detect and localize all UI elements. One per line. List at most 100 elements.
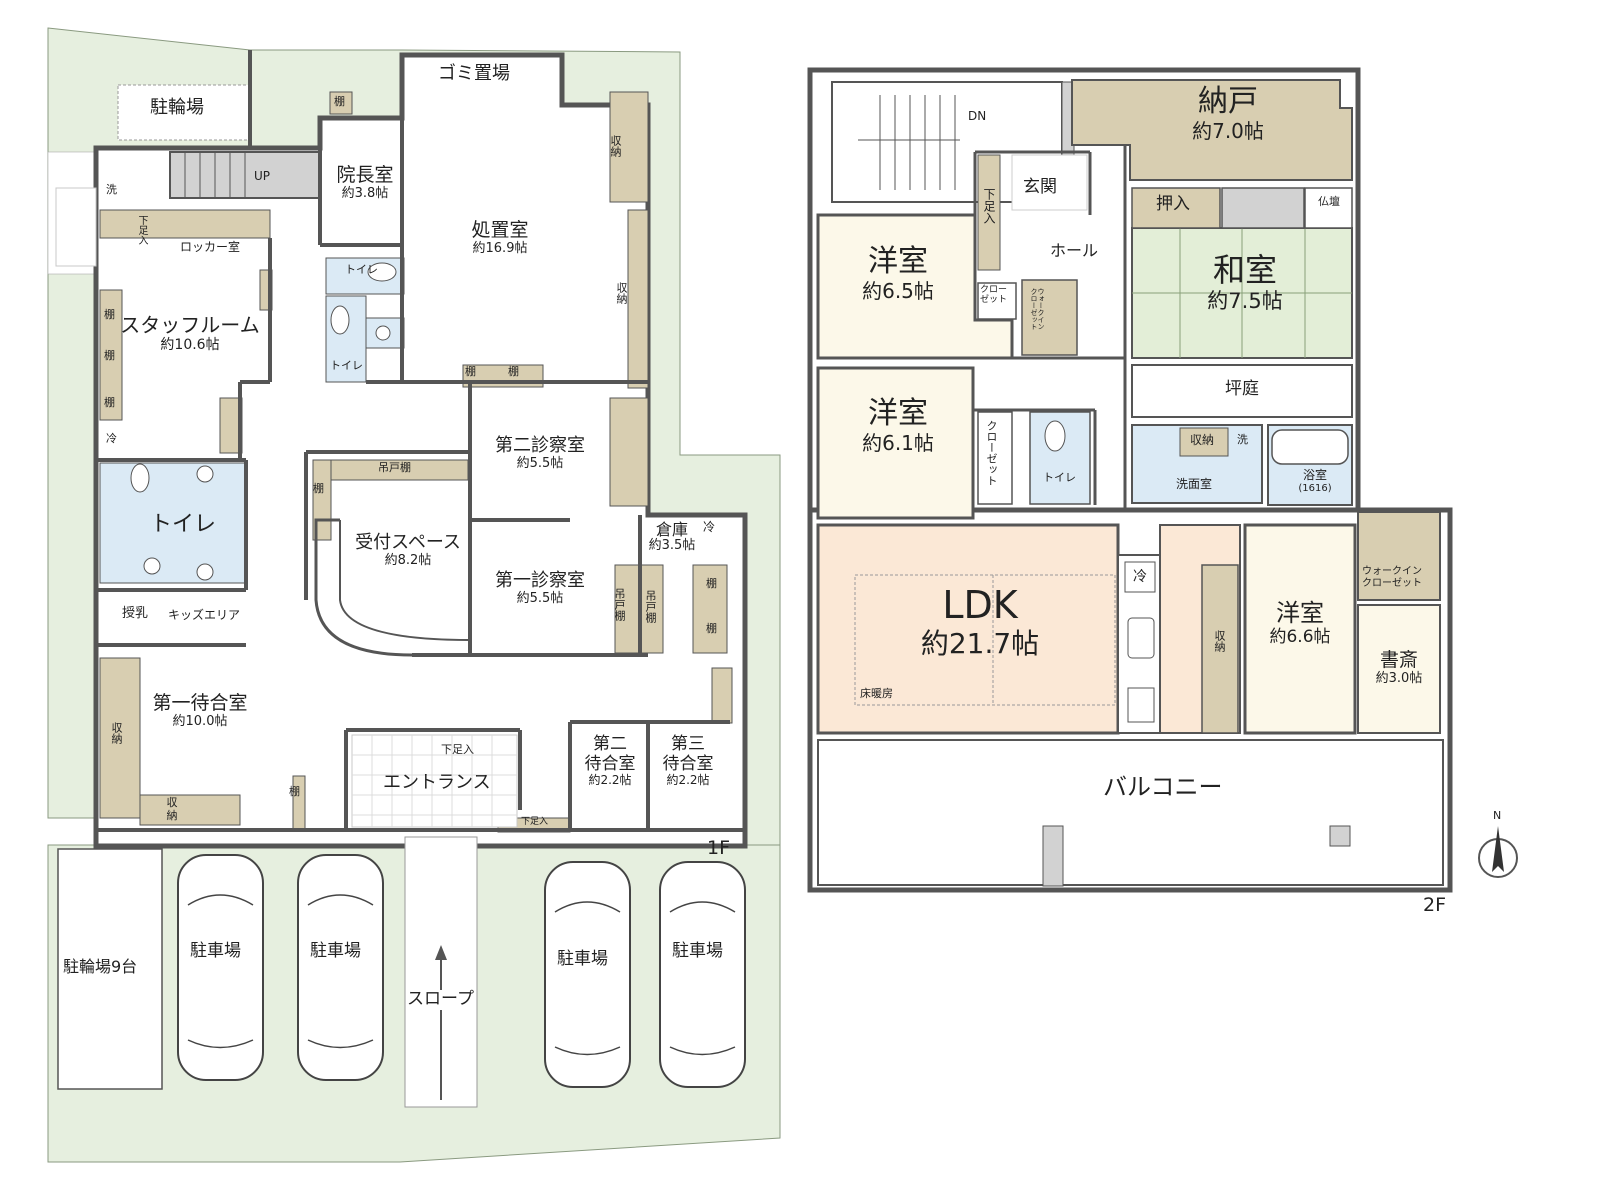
room-genkan: 玄関 (1023, 177, 1057, 197)
room-exam2-area: 約5.5帖 (516, 455, 564, 471)
room-toilet-main: トイレ (150, 512, 217, 537)
room-western1: 洋室 約6.5帖 (848, 244, 948, 303)
room-nando-name: 納戸 (1198, 84, 1258, 119)
room-waiting3-name1: 第三 (671, 734, 705, 754)
room-treatment-name: 処置室 (471, 219, 529, 241)
cold-label-2f: 冷 (1133, 569, 1147, 585)
room-hall: ホール (1050, 241, 1099, 260)
room-balcony: バルコニー (1103, 773, 1223, 801)
room-western3-name: 洋室 (1276, 599, 1324, 627)
room-western2-name: 洋室 (868, 396, 928, 431)
room-study-area: 約3.0帖 (1375, 670, 1423, 686)
room-reception: 受付スペース 約8.2帖 (348, 532, 468, 569)
hanging-shelf-exam: 吊戸棚 (613, 588, 626, 621)
compass-north: N (1493, 809, 1502, 822)
shoe-box-small: 下足入 (521, 817, 549, 827)
room-waiting3-name2: 待合室 (662, 753, 714, 774)
storage-label-2f: 収納 (1190, 433, 1215, 447)
room-exam1-name: 第一診察室 (495, 570, 585, 591)
room-nando: 納戸 約7.0帖 (1178, 84, 1278, 143)
room-director-area: 約3.8帖 (341, 185, 389, 201)
room-western3-area: 約6.6帖 (1269, 626, 1331, 647)
room-exam2: 第二診察室 約5.5帖 (480, 435, 600, 472)
closet-small-label: クロー ゼット (980, 285, 1008, 306)
room-ldk-name: LDK (942, 583, 1018, 627)
room-bicycle-9: 駐輪場9台 (63, 957, 138, 976)
floor-heating-label: 床暖房 (860, 687, 893, 700)
room-waiting2-area: 約2.2帖 (588, 773, 632, 788)
room-tsuboniwa: 坪庭 (1225, 379, 1259, 399)
storage-label-waiting-v: 収納 (110, 722, 123, 744)
shelf-label-staff-2: 棚 (104, 349, 115, 362)
parking-space-3: 駐車場 (557, 949, 608, 970)
floor-label-1f: 1F (707, 837, 731, 859)
walkin-small-label: ウォークイン クローゼット (1030, 288, 1045, 330)
storage-label-waiting-h: 収納 (166, 796, 178, 822)
room-nando-area: 約7.0帖 (1192, 118, 1264, 143)
cold-label-storage: 冷 (703, 520, 716, 534)
floor-label-2f: 2F (1423, 894, 1447, 916)
room-washitsu: 和室 約7.5帖 (1195, 252, 1295, 313)
room-washitsu-area: 約7.5帖 (1207, 288, 1283, 313)
room-western1-area: 約6.5帖 (862, 278, 934, 303)
room-western1-name: 洋室 (868, 244, 928, 279)
shelf-label-treat-2: 棚 (508, 365, 519, 378)
room-reception-name: 受付スペース (355, 532, 461, 553)
stairs-up-label: UP (254, 169, 271, 183)
room-washroom: 洗面室 (1176, 477, 1213, 491)
room-butsudan: 仏壇 (1318, 195, 1340, 208)
room-waiting2-name1: 第二 (593, 734, 627, 754)
storage-label-treat-1: 収納 (609, 135, 622, 157)
shelf-label-staff-3: 棚 (104, 396, 115, 409)
compass-icon (1479, 839, 1517, 877)
room-waiting1: 第一待合室 約10.0帖 (140, 692, 260, 730)
room-exam1-area: 約5.5帖 (516, 590, 564, 606)
wash-label-1f: 洗 (106, 183, 117, 196)
room-bath-name: 浴室 (1302, 468, 1327, 482)
room-exam2-name: 第二診察室 (495, 435, 585, 456)
room-western2-area: 約6.1帖 (862, 430, 934, 455)
room-toilet-small-2: トイレ (330, 359, 363, 372)
room-entrance: エントランス (383, 772, 491, 793)
parking-space-2: 駐車場 (310, 941, 361, 962)
room-treatment: 処置室 約16.9帖 (450, 219, 550, 257)
shelf-label-storage-1: 棚 (706, 577, 717, 590)
room-exam1: 第一診察室 約5.5帖 (480, 570, 600, 607)
room-storage-name: 倉庫 (655, 520, 688, 539)
room-ldk-area: 約21.7帖 (920, 626, 1040, 660)
room-garbage: ゴミ置場 (438, 63, 510, 84)
room-study: 書斎 約3.0帖 (1362, 649, 1436, 687)
room-waiting3: 第三 待合室 約2.2帖 (652, 734, 724, 788)
stairs-dn-label: DN (968, 109, 987, 123)
room-toilet-2f: トイレ (1043, 471, 1076, 484)
room-bath-size: (1616) (1298, 482, 1332, 494)
room-nursing: 授乳 (122, 606, 149, 621)
room-slope: スロープ (407, 989, 474, 1010)
shelf-label-treat-1: 棚 (465, 365, 476, 378)
room-oshiire: 押入 (1156, 194, 1190, 214)
shoe-box-entrance: 下足入 (441, 743, 474, 756)
room-bath: 浴室 (1616) (1290, 468, 1340, 494)
room-western3: 洋室 約6.6帖 (1250, 599, 1350, 647)
room-director-name: 院長室 (336, 164, 394, 186)
room-staff: スタッフルーム 約10.6帖 (120, 313, 260, 354)
room-study-name: 書斎 (1379, 649, 1418, 671)
room-washitsu-name: 和室 (1212, 251, 1277, 289)
room-waiting1-name: 第一待合室 (152, 692, 248, 714)
room-staff-name: スタッフルーム (120, 313, 260, 337)
shelf-label-reception: 棚 (313, 482, 324, 495)
shoe-box-staff: 下足入 (136, 215, 147, 245)
shelf-label-director: 棚 (334, 95, 345, 108)
room-ldk: LDK 約21.7帖 (900, 583, 1060, 660)
shoe-box-2f: 下足入 (982, 188, 996, 224)
room-storage: 倉庫 約3.5帖 (642, 520, 702, 554)
room-toilet-small-1: トイレ (345, 263, 378, 276)
shelf-label-staff-1: 棚 (104, 308, 115, 321)
room-waiting3-area: 約2.2帖 (666, 773, 710, 788)
room-kids: キッズエリア (168, 608, 241, 622)
room-locker: ロッカー室 (180, 240, 241, 254)
room-staff-area: 約10.6帖 (160, 337, 220, 353)
room-waiting2: 第二 待合室 約2.2帖 (574, 734, 646, 788)
room-waiting2-name2: 待合室 (584, 753, 636, 774)
room-waiting1-area: 約10.0帖 (172, 713, 228, 729)
